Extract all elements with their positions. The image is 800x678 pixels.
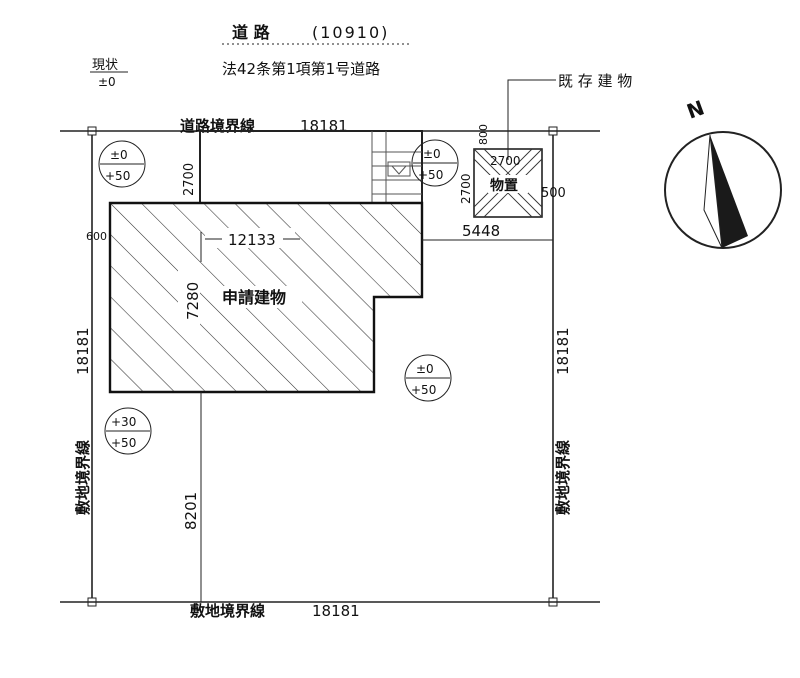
site-boundary-left-label: 敷地境界線 (74, 440, 92, 515)
shed-label-bg (488, 175, 528, 193)
road-boundary-label: 道路境界線 (180, 117, 255, 135)
svg-text:+50: +50 (105, 169, 130, 183)
existing-building-label: 既 存 建 物 (558, 72, 632, 90)
site-boundary-bottom-label: 敷地境界線 (190, 602, 265, 620)
level-marker-mid-right: ±0 +50 (404, 354, 452, 402)
north-arrow-needle-light (703, 134, 723, 249)
svg-text:+50: +50 (111, 436, 136, 450)
north-label: N (684, 95, 708, 123)
dim-12133: 12133 (228, 231, 276, 249)
svg-text:±0: ±0 (110, 148, 128, 162)
current-badge-label: 現状 (92, 58, 118, 73)
dim-500: 500 (541, 186, 566, 201)
dim-12133-bg (205, 228, 295, 248)
site-boundary-right-label: 敷地境界線 (554, 440, 572, 515)
north-arrow: N (664, 95, 782, 249)
svg-text:±0: ±0 (423, 147, 441, 161)
svg-text:+50: +50 (418, 168, 443, 182)
current-badge-value: ±0 (98, 75, 116, 89)
current-level-badge: 現状 ±0 (90, 58, 128, 89)
dim-800: 800 (477, 124, 490, 145)
dim-600: 600 (86, 230, 107, 243)
north-arrow-circle (664, 131, 782, 249)
dim-7280-bg (178, 265, 200, 325)
road-type: 法42条第1項第1号道路 (222, 60, 380, 78)
level-marker-left-top: ±0 +50 (98, 140, 146, 188)
site-boundary-left-length: 18181 (74, 327, 92, 375)
road-boundary-length: 18181 (300, 117, 348, 135)
entrance-steps (371, 131, 422, 203)
approach-outline (199, 130, 423, 203)
dim-7280: 7280 (184, 282, 202, 320)
site-boundary-bottom-length: 18181 (312, 602, 360, 620)
svg-text:+30: +30 (111, 415, 136, 429)
level-marker-left-bottom: +30 +50 (104, 407, 152, 455)
existing-building-leader (507, 79, 556, 160)
svg-text:±0: ±0 (416, 362, 434, 376)
shed-box (473, 148, 543, 218)
building-label-bg (218, 286, 302, 308)
dim-2700-road: 2700 (182, 163, 197, 196)
road-width: (10910) (312, 23, 389, 42)
svg-text:+50: +50 (411, 383, 436, 397)
dim-2700-shed-height: 2700 (459, 173, 473, 204)
building-label: 申請建物 (222, 288, 286, 307)
site-boundary-right-length: 18181 (554, 327, 572, 375)
dim-2700-shed-width: 2700 (490, 154, 521, 168)
shed-label: 物置 (490, 177, 518, 194)
level-marker-mid-top: ±0 +50 (411, 139, 459, 187)
dim-8201: 8201 (182, 492, 200, 530)
road-title: 道 路 (232, 23, 271, 42)
dim-5448: 5448 (462, 222, 500, 240)
